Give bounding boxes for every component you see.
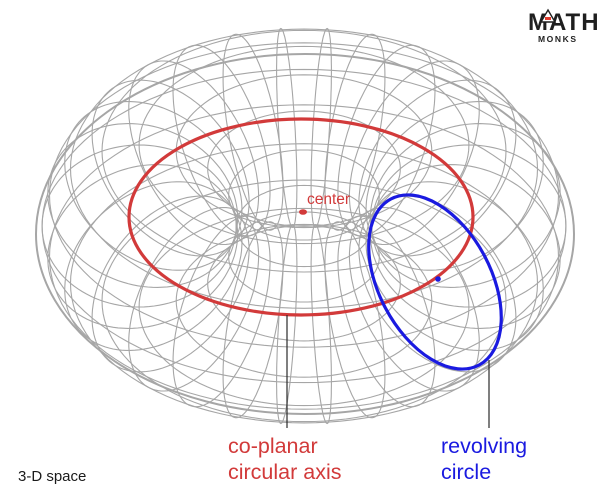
wire-meridian [222,33,284,231]
wire-parallel [207,225,401,342]
wire-parallel [69,28,539,309]
logo-accent-mark [545,17,551,20]
wire-meridian [41,144,237,308]
torus-outer-silhouette [35,53,575,415]
wire-parallel [48,42,560,348]
wire-parallel [48,104,560,410]
revolving-circle [367,193,503,371]
wire-meridian [222,221,284,419]
circular-axis [127,117,475,317]
axis-label-line1: co-planar [228,434,318,458]
wire-parallel [69,143,539,424]
axis-label-line2: circular axis [228,460,342,484]
wire-parallel [175,74,433,229]
torus-wireframe [41,27,567,425]
wire-parallel [138,45,470,245]
wire-parallel [235,184,373,268]
wire-parallel [101,29,507,273]
math-monks-logo: MATH MONKS [528,8,600,44]
wire-parallel [228,149,380,241]
wire-parallel [207,110,401,227]
wire-parallel [228,211,380,303]
wire-parallel [101,179,507,423]
wire-meridian [324,221,386,419]
intersection-dot [435,276,441,282]
circle-label-line2: circle [441,460,491,484]
center-dot [299,209,307,215]
circle-label-line1: revolving [441,434,527,458]
wire-meridian [310,224,332,425]
logo-top-text: MATH [528,9,600,36]
space-label: 3-D space [18,468,86,485]
wire-parallel [138,207,470,407]
center-label: center [307,191,350,208]
logo-triangle-icon [539,8,557,23]
logo-bottom-text: MONKS [538,34,578,44]
wire-meridian [371,144,567,308]
wire-meridian [276,27,298,228]
